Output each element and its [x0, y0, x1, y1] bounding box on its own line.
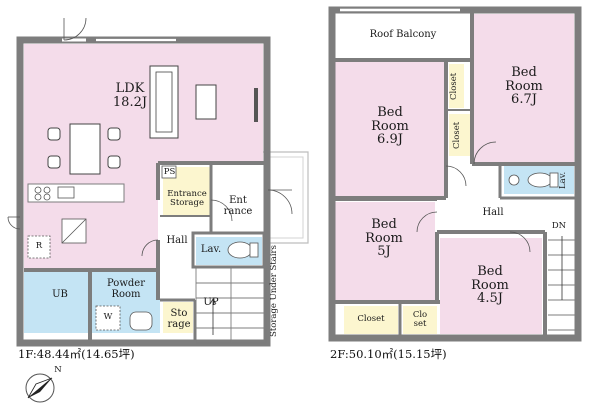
hall-label: Hall	[166, 235, 188, 246]
closet-a-label: Closet	[449, 72, 459, 100]
dining-table-icon	[69, 123, 101, 175]
lav1-label: Lav.	[200, 244, 222, 255]
floor1-plan	[7, 17, 309, 347]
storage-label: Sto rage	[167, 308, 191, 330]
washer-label: W	[103, 312, 113, 322]
closet-c-fill	[344, 306, 398, 334]
storage-fill	[163, 302, 193, 333]
storage-under-stairs-label: Storage Under Stairs	[269, 245, 279, 337]
coffee-table-icon	[195, 84, 217, 120]
porch-outline	[263, 151, 309, 244]
sofa-icon	[149, 65, 179, 139]
refrigerator-box	[27, 235, 51, 259]
bed-6-7-label: Bed Room 6.7J	[505, 65, 543, 108]
kitchen-counter	[27, 183, 125, 203]
bed-4-5-label: Bed Room 4.5J	[471, 264, 509, 307]
compass-icon	[25, 373, 55, 403]
fridge-label: R	[35, 241, 43, 251]
ps-label: PS	[163, 167, 176, 177]
closet-d-fill	[403, 306, 437, 334]
closet-c-label: Closet	[357, 314, 385, 324]
ldk-label: LDK 18.2J	[112, 81, 148, 110]
bed-6-7-fill	[474, 14, 574, 164]
lav2-label: Lav.	[558, 171, 568, 189]
floor2-area-label: 2F:50.10㎡(15.15坪)	[330, 347, 447, 361]
up-label: UP	[203, 297, 219, 308]
roof-balcony-fill	[336, 14, 468, 58]
closet-a-fill	[449, 64, 464, 108]
bed-4-5-fill	[440, 238, 542, 334]
hall2-label: Hall	[482, 207, 504, 218]
powder-room-label: Powder Room	[106, 278, 145, 300]
entrance-storage-label: Entrance Storage	[167, 189, 207, 208]
bed-6-9-label: Bed Room 6.9J	[371, 105, 409, 148]
floor2-outer-wall	[328, 6, 582, 342]
bed-5-label: Bed Room 5J	[365, 217, 403, 260]
closet-b-label: Closet	[452, 121, 462, 149]
bed-6-9-fill	[335, 62, 446, 196]
compass-north-label: N	[54, 365, 62, 375]
floor1-outer-wall	[16, 36, 271, 347]
closet-b-fill	[449, 114, 471, 156]
floor2-plan	[328, 6, 582, 342]
bed-5-fill	[335, 202, 435, 300]
closet-d-label: Clo set	[412, 310, 428, 329]
dn-label: DN	[551, 221, 567, 231]
ub-room	[24, 272, 88, 333]
washing-machine-box	[95, 305, 121, 331]
floor1-area-label: 1F:48.44㎡(14.65坪)	[18, 347, 135, 361]
ub-label: UB	[52, 289, 68, 300]
tv-icon	[254, 88, 258, 122]
roof-balcony-label: Roof Balcony	[369, 29, 437, 40]
stairs-1f	[195, 267, 267, 344]
entrance-label: Ent rance	[223, 195, 253, 217]
